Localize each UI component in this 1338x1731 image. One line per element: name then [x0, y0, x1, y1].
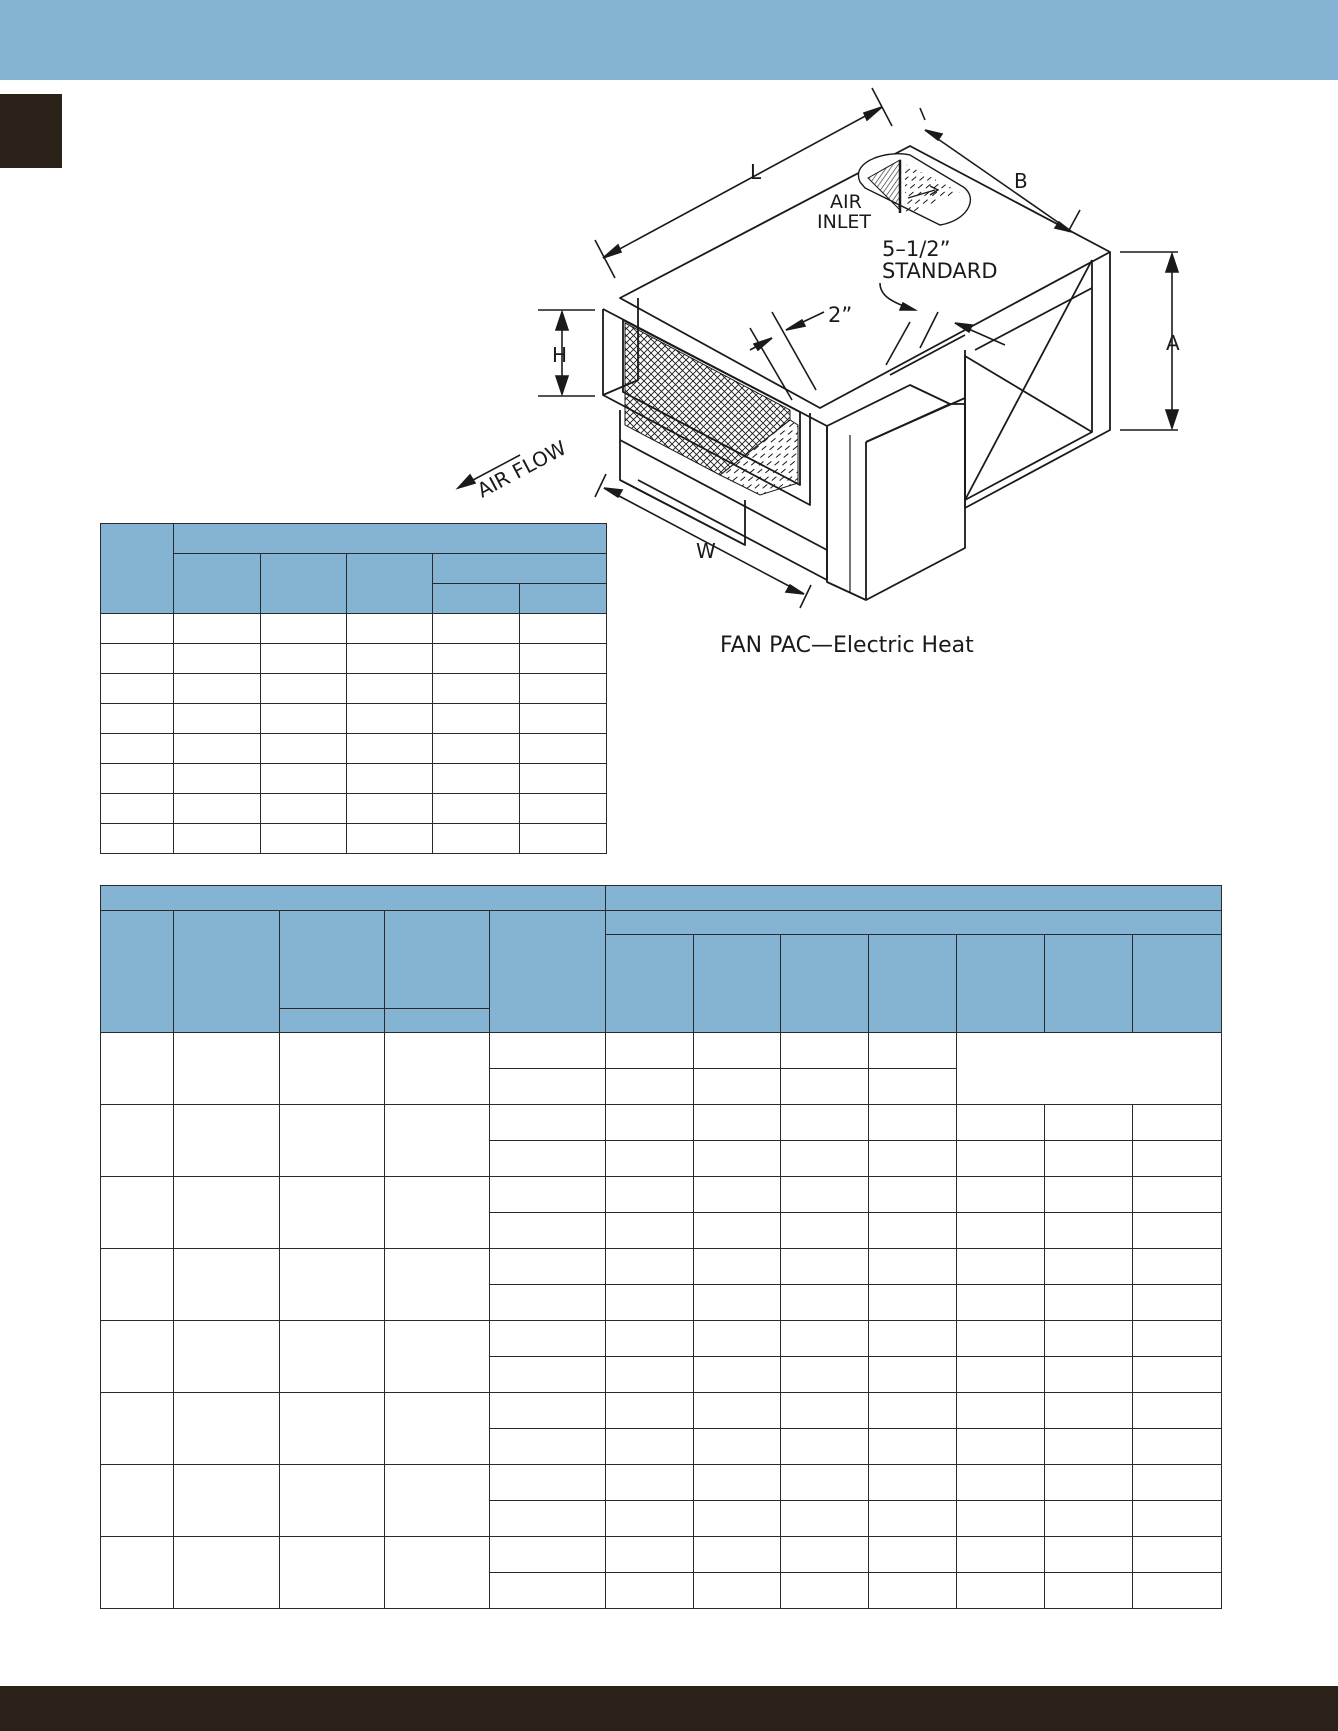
table-row	[100, 1464, 1223, 1537]
perf-header-cell	[1132, 934, 1223, 1033]
perf-header-cell	[384, 910, 490, 935]
perf-header-cell	[488, 910, 607, 1033]
table-row	[101, 1572, 1223, 1609]
perf-header-cell	[780, 934, 870, 1033]
section-tab	[0, 94, 62, 168]
fan-pac-drawing-svg: L B A H W AIR INLET 5–1/2” STANDARD 2” A…	[455, 87, 1180, 658]
perf-header-cell	[279, 1008, 385, 1033]
table-row	[100, 823, 608, 854]
table-row	[100, 673, 608, 704]
table-row	[100, 1248, 1223, 1321]
perf-header-cell	[99, 885, 607, 911]
dim-label-b: B	[1014, 169, 1028, 193]
perf-header-cell	[605, 934, 695, 1033]
table-row	[100, 1320, 1223, 1393]
dim-label-l: L	[750, 160, 762, 184]
dim-header-cell	[260, 553, 347, 614]
perf-header-cell	[956, 934, 1046, 1033]
table-row	[100, 1176, 1223, 1249]
dim-header-cell	[172, 523, 608, 554]
table-row	[100, 763, 608, 794]
table-row	[100, 793, 608, 824]
perf-header-cell	[868, 934, 958, 1033]
table-row	[101, 1428, 1223, 1465]
air-flow-label: AIR FLOW	[473, 435, 570, 502]
top-header-band	[0, 0, 1338, 80]
table-row	[100, 703, 608, 734]
perf-header-cell	[1044, 934, 1134, 1033]
dim-label-a: A	[1166, 331, 1180, 355]
drawing-caption: FAN PAC—Electric Heat	[720, 633, 974, 658]
performance-table	[99, 885, 1223, 1609]
table-row	[101, 1068, 1222, 1105]
perf-header-cell	[605, 910, 1223, 935]
dim-header-cell	[518, 583, 608, 614]
table-row	[100, 1032, 1223, 1105]
table-row	[100, 1536, 1223, 1609]
dim-header-cell	[346, 553, 433, 614]
two-inch-label: 2”	[828, 303, 852, 327]
table-row	[101, 1212, 1223, 1249]
perf-header-cell	[605, 885, 1223, 911]
table-row	[101, 1500, 1223, 1537]
dim-header-cell	[432, 583, 520, 614]
perf-header-cell	[279, 910, 385, 935]
standard-label-2: STANDARD	[882, 259, 998, 283]
air-inlet-label-2: INLET	[817, 211, 871, 233]
bottom-footer-band	[0, 1686, 1338, 1731]
table-row	[100, 1392, 1223, 1465]
perf-header-cell	[173, 910, 280, 1033]
dim-header-cell	[100, 523, 174, 614]
dim-label-w: W	[696, 539, 716, 563]
perf-header-cell	[100, 910, 174, 1033]
perf-header-cell	[384, 1008, 490, 1033]
dim-label-h: H	[552, 343, 567, 367]
perf-header-cell	[693, 934, 782, 1033]
table-row	[101, 1140, 1223, 1177]
table-row	[100, 733, 608, 764]
dim-header-cell	[431, 553, 608, 584]
perf-header-cell	[279, 934, 385, 1009]
table-row	[100, 1104, 1223, 1177]
table-row	[100, 643, 608, 674]
standard-label-1: 5–1/2”	[882, 237, 951, 261]
dim-header-cell	[173, 553, 261, 614]
air-inlet-label-1: AIR	[830, 191, 862, 213]
table-row	[101, 1356, 1223, 1393]
fan-pac-drawing: L B A H W AIR INLET 5–1/2” STANDARD 2” A…	[420, 80, 1200, 680]
dimensions-table	[100, 523, 608, 854]
table-row	[100, 613, 608, 644]
perf-header-cell	[384, 934, 490, 1009]
